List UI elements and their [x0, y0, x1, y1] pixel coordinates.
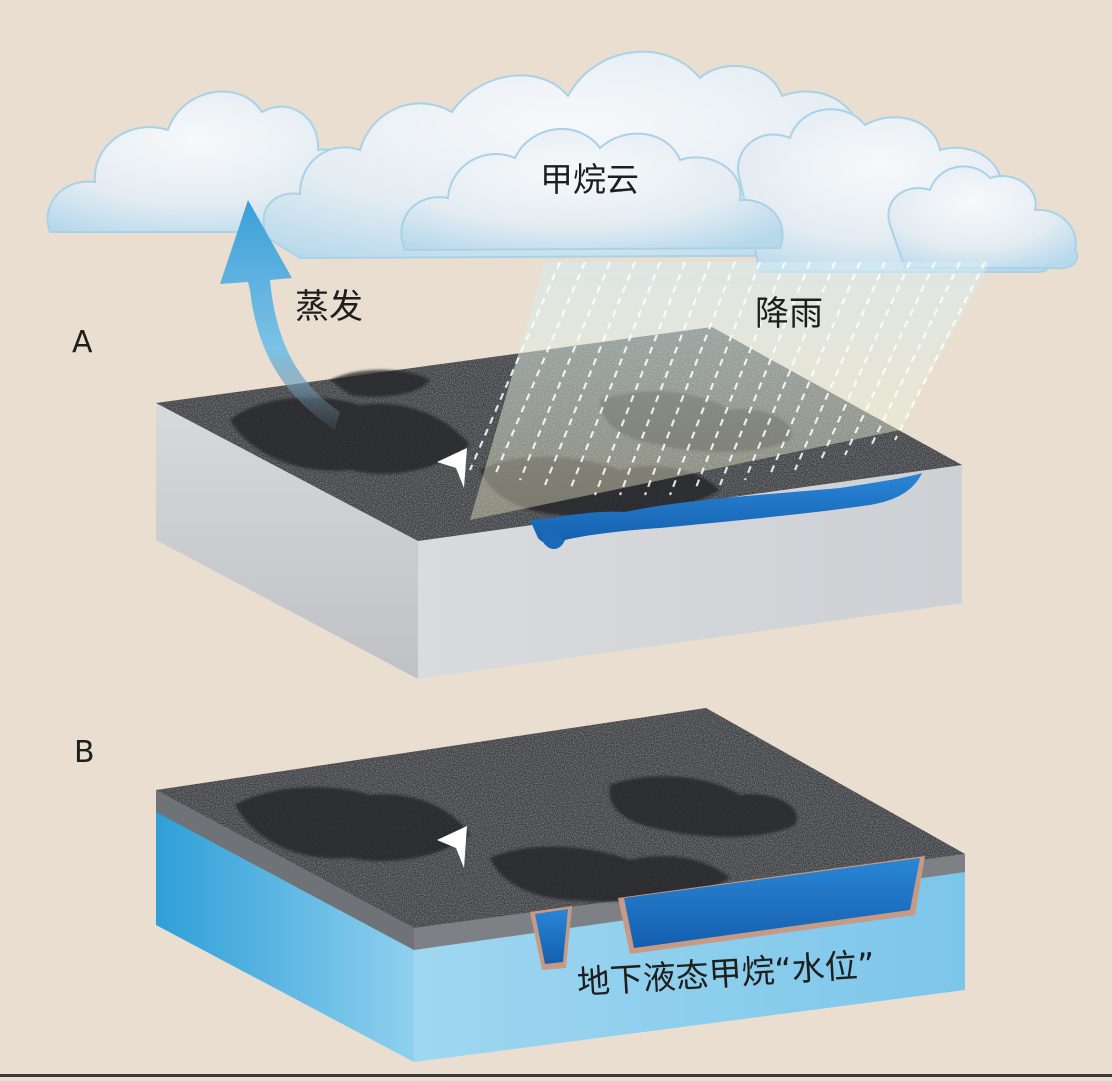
block-b [156, 708, 965, 1062]
marker-arrowhead-icon [437, 826, 467, 868]
block-a [156, 327, 962, 679]
bottom-rule [0, 1074, 1112, 1077]
cloud-label: 甲烷云 [540, 160, 639, 199]
block-a-surface-lake [530, 473, 922, 545]
rain-streaks-icon [468, 261, 990, 520]
panel-b-label: B [74, 735, 95, 770]
panel-a-label: A [72, 325, 93, 360]
block-b-front-face [156, 790, 414, 1062]
evaporation-arrow-icon [220, 200, 340, 430]
methane-cloud [46, 50, 1078, 273]
rain-label: 降雨 [755, 294, 823, 334]
marker-arrowhead-icon [437, 448, 467, 488]
evaporation-label: 蒸发 [295, 287, 363, 327]
block-a-front-face [156, 403, 418, 679]
block-b-large-lake [624, 858, 920, 948]
block-a-right-face [418, 465, 962, 679]
